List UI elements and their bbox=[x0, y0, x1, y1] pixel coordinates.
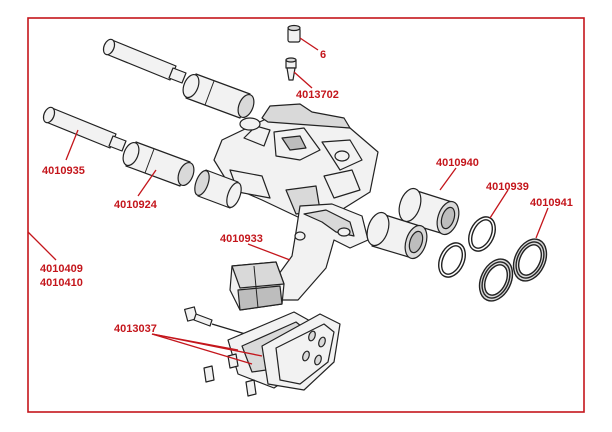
label-piston-seal: 4010939 bbox=[486, 181, 529, 193]
caliper-housing bbox=[213, 103, 379, 219]
leader-guide-bushing bbox=[137, 169, 157, 197]
leader-dust-boot bbox=[535, 207, 549, 239]
caliper-guide-boss bbox=[194, 169, 242, 209]
caliper-abutment-block bbox=[229, 261, 285, 311]
carrier-bracket bbox=[275, 203, 369, 301]
brake-pad-outer bbox=[261, 313, 341, 391]
leader-caliper-assembly bbox=[27, 231, 57, 261]
leader-bleed-nipple bbox=[293, 71, 313, 89]
label-caliper-assembly-a: 4010409 bbox=[40, 263, 83, 275]
bleed-nipple bbox=[285, 57, 297, 81]
leader-guide-pin bbox=[65, 129, 79, 161]
label-piston: 4010940 bbox=[436, 157, 479, 169]
label-pad-set: 4013037 bbox=[114, 323, 157, 335]
label-guide-pin: 4010935 bbox=[42, 165, 85, 177]
leader-piston bbox=[439, 167, 457, 191]
leader-carrier-bracket bbox=[247, 243, 291, 261]
leader-bleed-screw bbox=[299, 37, 319, 51]
piston-seal-upper bbox=[468, 216, 496, 252]
guide-pin-lower bbox=[42, 106, 127, 152]
leader-pad-set-2 bbox=[151, 333, 253, 365]
guide-bushing-upper bbox=[182, 73, 255, 119]
piston-lower bbox=[366, 211, 428, 260]
guide-bushing-lower bbox=[122, 141, 195, 187]
guide-pin-upper bbox=[102, 38, 187, 84]
leader-piston-seal bbox=[489, 189, 509, 219]
pad-wear-sensor bbox=[184, 306, 253, 337]
piston-upper bbox=[398, 187, 460, 236]
diagram-frame bbox=[27, 17, 585, 413]
label-caliper-assembly-b: 4010410 bbox=[40, 277, 83, 289]
label-dust-boot: 4010941 bbox=[530, 197, 573, 209]
bleed-screw-cap bbox=[287, 24, 301, 43]
label-bleed-nipple: 4013702 bbox=[296, 89, 339, 101]
label-carrier-bracket: 4010933 bbox=[220, 233, 263, 245]
label-bleed-screw: 6 bbox=[320, 49, 326, 61]
dust-boot-upper bbox=[512, 238, 548, 282]
label-guide-bushing: 4010924 bbox=[114, 199, 158, 211]
piston-seal-lower bbox=[438, 242, 466, 278]
dust-boot-lower bbox=[478, 258, 514, 302]
leader-pad-set-3 bbox=[151, 333, 263, 357]
